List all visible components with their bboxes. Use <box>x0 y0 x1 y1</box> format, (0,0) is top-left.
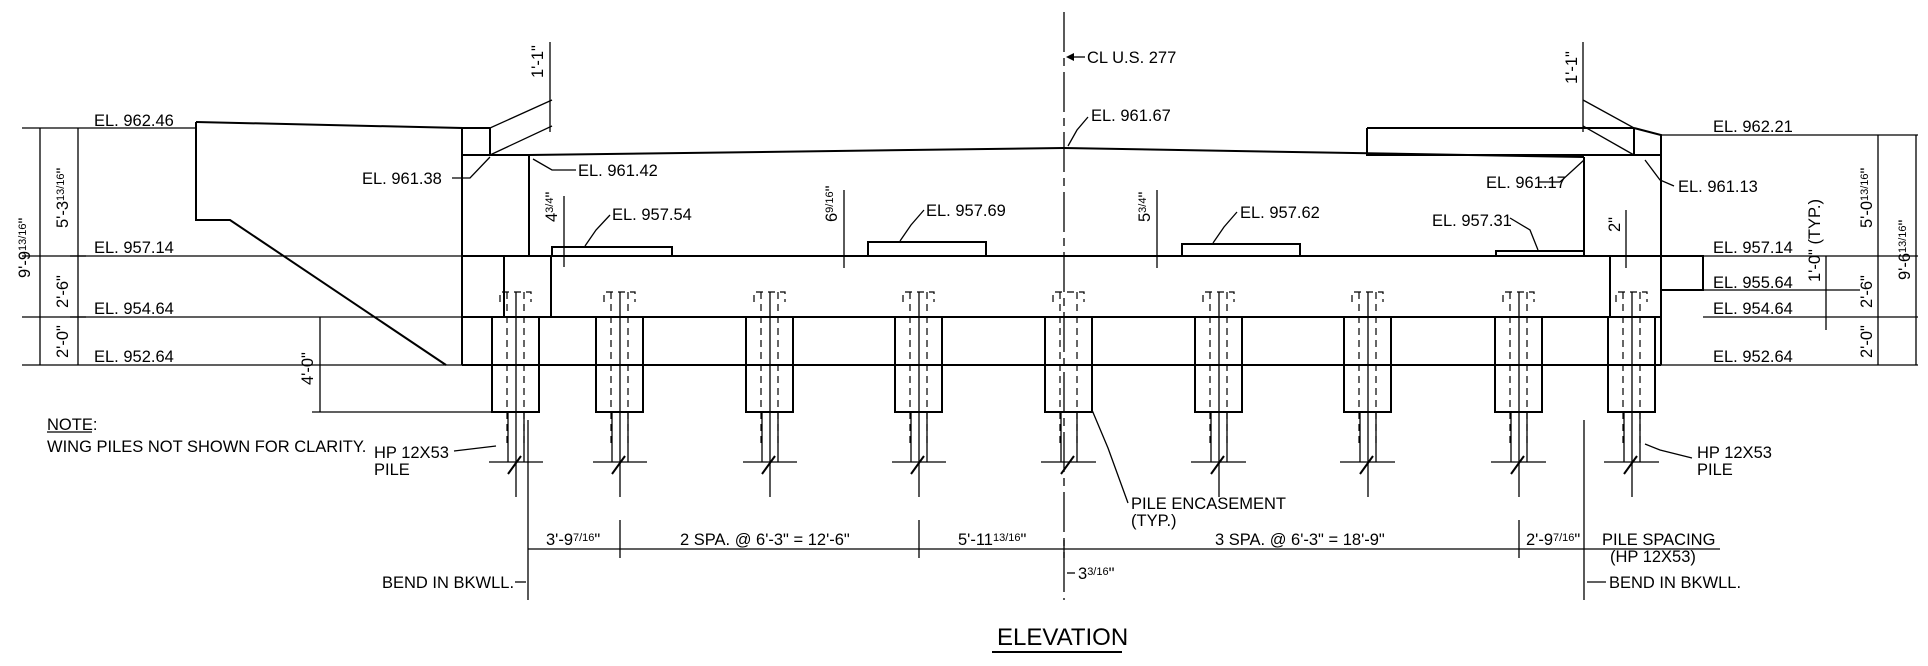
pile-right-label-1: HP 12X53 <box>1697 444 1772 462</box>
el-left-cap-mid: EL. 954.64 <box>94 300 174 318</box>
el-right-top: EL. 962.21 <box>1713 118 1793 136</box>
el-step4: EL. 957.31 <box>1432 212 1512 230</box>
pile-2 <box>593 291 647 497</box>
el-step3: EL. 957.62 <box>1240 204 1320 222</box>
pile-left-label-2: PILE <box>374 461 410 479</box>
dim-step-c: 53/4" <box>1136 192 1154 222</box>
dim-left-total: 9'-913/16" <box>16 217 34 278</box>
dim-right-low: 2'-0" <box>1858 325 1876 358</box>
right-elevation-leaders <box>1661 134 1918 366</box>
dim-left-mid: 2'-6" <box>54 275 72 308</box>
pile-4 <box>892 291 946 497</box>
drawing-title: ELEVATION <box>997 624 1128 651</box>
dim-span4: 3 SPA. @ 6'-3" = 18'-9" <box>1215 531 1385 549</box>
pile-3 <box>743 291 797 497</box>
dim-right-typ: 1'-0" (TYP.) <box>1806 199 1824 282</box>
pile-spacing-label-1: PILE SPACING <box>1602 531 1715 549</box>
pile-8 <box>1491 291 1546 497</box>
dim-pile-embed: 4'-0" <box>299 352 317 385</box>
dim-right-total: 9'-613/16" <box>1896 219 1914 280</box>
dim-left-upper: 5'-313/16" <box>54 167 72 228</box>
pile-9 <box>1604 291 1659 497</box>
dim-right-mid: 2'-6" <box>1858 275 1876 308</box>
dim-step-b: 69/16" <box>823 185 841 222</box>
bend-right-label: BEND IN BKWLL. <box>1609 574 1741 592</box>
left-wing-wall <box>195 121 491 366</box>
dim-top-left: 1'-1" <box>529 45 547 78</box>
el-left-top: EL. 962.46 <box>94 112 174 130</box>
el-left-bottom: EL. 952.64 <box>94 348 174 366</box>
bend-left-label: BEND IN BKWLL. <box>382 574 514 592</box>
bridge-seat-steps <box>529 241 1585 257</box>
dim-top-right: 1'-1" <box>1563 51 1581 84</box>
pile-spacing-dimensions <box>515 420 1720 600</box>
dim-step-a: 43/4" <box>543 192 561 222</box>
dim-span2: 2 SPA. @ 6'-3" = 12'-6" <box>680 531 850 549</box>
pile-right-label-2: PILE <box>1697 461 1733 479</box>
abutment-cap <box>461 255 1704 366</box>
el-right-mid: EL. 955.64 <box>1713 274 1793 292</box>
backwall <box>490 147 1585 256</box>
note-text: WING PILES NOT SHOWN FOR CLARITY. <box>47 438 366 456</box>
note-title: NOTE: <box>47 416 97 434</box>
el-step1: EL. 957.54 <box>612 206 692 224</box>
dim-span5: 2'-97/16" <box>1526 531 1580 549</box>
pile-6 <box>1191 291 1246 497</box>
dim-left-low: 2'-0" <box>54 325 72 358</box>
dim-span1: 3'-97/16" <box>546 531 600 549</box>
dim-right-upper: 5'-013/16" <box>1858 167 1876 228</box>
pile-spacing-label-2: (HP 12X53) <box>1610 548 1696 566</box>
el-right-inner: EL. 961.17 <box>1486 174 1566 192</box>
pile-1 <box>489 291 543 497</box>
el-crown: EL. 961.67 <box>1091 107 1171 125</box>
el-right-cap-mid: EL. 954.64 <box>1713 300 1793 318</box>
el-right-cap-top: EL. 957.14 <box>1713 239 1793 257</box>
left-elevation-leaders <box>22 127 492 413</box>
pile-left-label-1: HP 12X53 <box>374 444 449 462</box>
dim-span3: 5'-1113/16" <box>958 531 1026 549</box>
pile-encasement-label-1: PILE ENCASEMENT <box>1131 495 1286 513</box>
centerline-label: CL U.S. 277 <box>1087 49 1176 67</box>
el-left-cap-top: EL. 957.14 <box>94 239 174 257</box>
el-left-seat: EL. 961.38 <box>362 170 442 188</box>
dim-step-d: 2" <box>1606 217 1624 232</box>
pile-5 <box>1041 291 1096 475</box>
el-step2: EL. 957.69 <box>926 202 1006 220</box>
el-right-seat: EL. 961.13 <box>1678 178 1758 196</box>
right-wing-wall <box>1366 127 1662 365</box>
pile-encasement-label-2: (TYP.) <box>1131 512 1177 530</box>
pile-7 <box>1340 291 1395 497</box>
el-right-bottom: EL. 952.64 <box>1713 348 1793 366</box>
el-left-inner: EL. 961.42 <box>578 162 658 180</box>
dim-offset: 33/16" <box>1078 565 1115 583</box>
